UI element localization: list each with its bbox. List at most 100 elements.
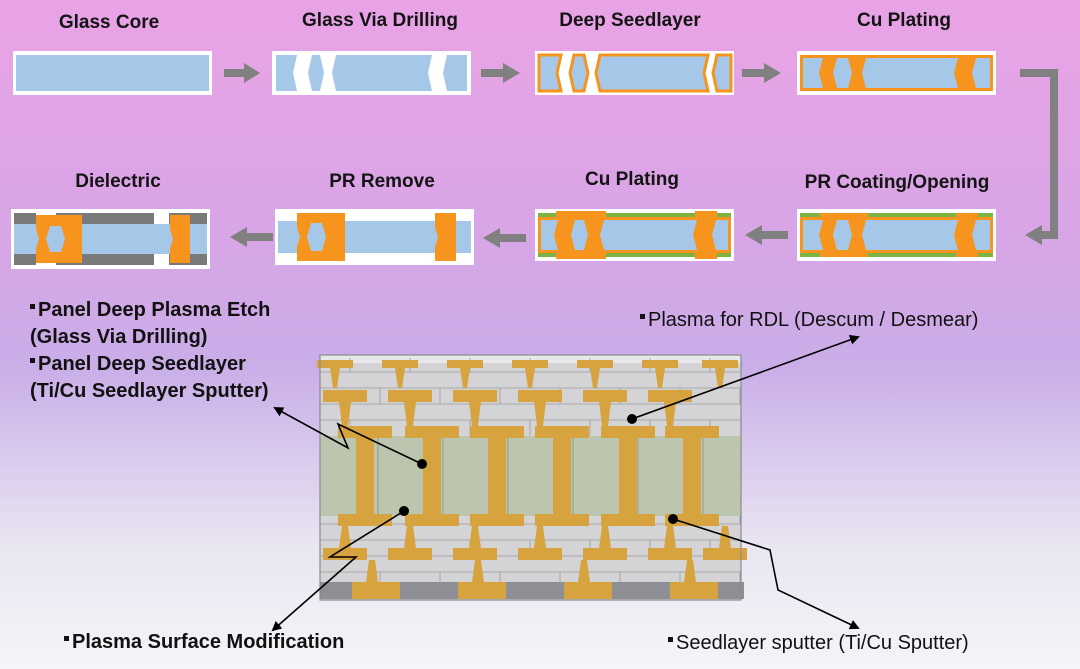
callout-dot-rdl — [627, 414, 637, 424]
rdl-pad — [453, 548, 497, 560]
top-rdl-pad — [447, 360, 483, 368]
micro-via — [719, 526, 731, 548]
micro-via — [404, 526, 416, 548]
leader-deep-seedlayer — [273, 407, 423, 465]
via-bottom-pad — [338, 514, 392, 526]
callout-dot-sputter — [668, 514, 678, 524]
bullet-square-icon — [64, 636, 69, 641]
micro-via — [578, 560, 590, 582]
through-glass-via — [553, 436, 571, 516]
panel-deep-seedlayer — [535, 51, 734, 95]
top-rdl-pad — [512, 360, 548, 368]
micro-via — [525, 368, 535, 388]
flow-arrow-return — [1020, 69, 1058, 245]
top-edge — [320, 355, 741, 363]
panel-pr-remove — [275, 209, 474, 265]
substrate-cross-section — [317, 354, 747, 601]
flow-arrow-1 — [224, 63, 260, 83]
panel-glass-via-drilling — [272, 51, 471, 95]
leader-surface — [271, 510, 405, 632]
rdl-pad — [703, 548, 747, 560]
flow-arrow-6 — [230, 227, 273, 247]
glass-core-band — [320, 436, 741, 516]
stack-outline — [319, 354, 742, 601]
step-title-glass-core: Glass Core — [58, 12, 160, 33]
rdl-pad — [648, 390, 692, 402]
bottom-pad — [352, 582, 400, 599]
micro-via — [715, 368, 725, 388]
bullet-square-icon — [668, 637, 673, 642]
step-title-pr-remove: PR Remove — [329, 171, 435, 192]
micro-via — [366, 560, 378, 582]
via-bottom-pad — [470, 514, 524, 526]
callout-leaders — [271, 335, 860, 632]
panel-dielectric — [11, 209, 210, 269]
via-bottom-pad — [535, 514, 589, 526]
micro-via — [590, 368, 600, 388]
via-top-pad — [535, 426, 589, 438]
micro-via — [655, 368, 665, 388]
flow-arrow-2 — [481, 63, 520, 83]
rdl-pad — [518, 548, 562, 560]
panel-glass-core — [13, 51, 212, 95]
note-deep-plasma-etch: Panel Deep Plasma Etch (Glass Via Drilli… — [30, 299, 271, 402]
micro-via — [339, 402, 351, 426]
step-title-dielectric: Dielectric — [75, 171, 161, 192]
top-rdl-pad — [382, 360, 418, 368]
bottom-pad — [458, 582, 506, 599]
callout-dots — [399, 414, 678, 524]
leader-rdl — [631, 335, 860, 420]
top-rdl-pad — [642, 360, 678, 368]
rdl-pad — [388, 548, 432, 560]
rdl-pad — [648, 548, 692, 560]
bottom-pad — [670, 582, 718, 599]
callout-dot-seedlayer — [417, 459, 427, 469]
micro-via — [599, 402, 611, 426]
rdl-pad — [323, 548, 367, 560]
micro-via — [664, 526, 676, 548]
micro-via — [599, 526, 611, 548]
leader-sputter — [672, 518, 860, 630]
step-title-deep-seedlayer: Deep Seedlayer — [559, 10, 701, 31]
micro-via — [395, 368, 405, 388]
rdl-pad — [583, 548, 627, 560]
via-top-pad — [470, 426, 524, 438]
through-glass-via — [683, 436, 701, 516]
step-title-glass-via-drilling: Glass Via Drilling — [302, 10, 458, 31]
via-top-pad — [601, 426, 655, 438]
micro-via — [684, 560, 696, 582]
top-rdl-pad — [577, 360, 613, 368]
note-plasma-rdl: Plasma for RDL (Descum / Desmear) — [640, 307, 978, 334]
micro-via — [404, 402, 416, 426]
through-glass-via — [423, 436, 441, 516]
bullet-square-icon — [640, 314, 645, 319]
top-rdl-pad — [317, 360, 353, 368]
via-bottom-pad — [601, 514, 655, 526]
rdl-pad — [518, 390, 562, 402]
step-title-cu-plating-2: Cu Plating — [585, 169, 679, 190]
micro-via — [339, 526, 351, 548]
rdl-pad — [388, 390, 432, 402]
callout-dot-surface — [399, 506, 409, 516]
micro-via — [664, 402, 676, 426]
panel-pr-coating — [797, 209, 996, 261]
note-seedlayer-sputter: Seedlayer sputter (Ti/Cu Sputter) — [668, 630, 969, 657]
panel-cu-plating-1 — [797, 51, 996, 95]
bullet-square-icon — [30, 304, 35, 309]
via-bottom-pad — [665, 514, 719, 526]
via-top-pad — [665, 426, 719, 438]
step-title-pr-coating: PR Coating/Opening — [804, 172, 990, 193]
flow-arrow-3 — [742, 63, 781, 83]
through-glass-via — [488, 436, 506, 516]
bottom-pad — [564, 582, 612, 599]
micro-via — [469, 402, 481, 426]
micro-via — [330, 368, 340, 388]
via-top-pad — [338, 426, 392, 438]
micro-via — [472, 560, 484, 582]
panel-cu-plating-2 — [535, 209, 734, 261]
rdl-pad — [583, 390, 627, 402]
note-plasma-surface: Plasma Surface Modification — [64, 629, 344, 656]
flow-arrow-4 — [745, 225, 788, 245]
via-top-pad — [405, 426, 459, 438]
